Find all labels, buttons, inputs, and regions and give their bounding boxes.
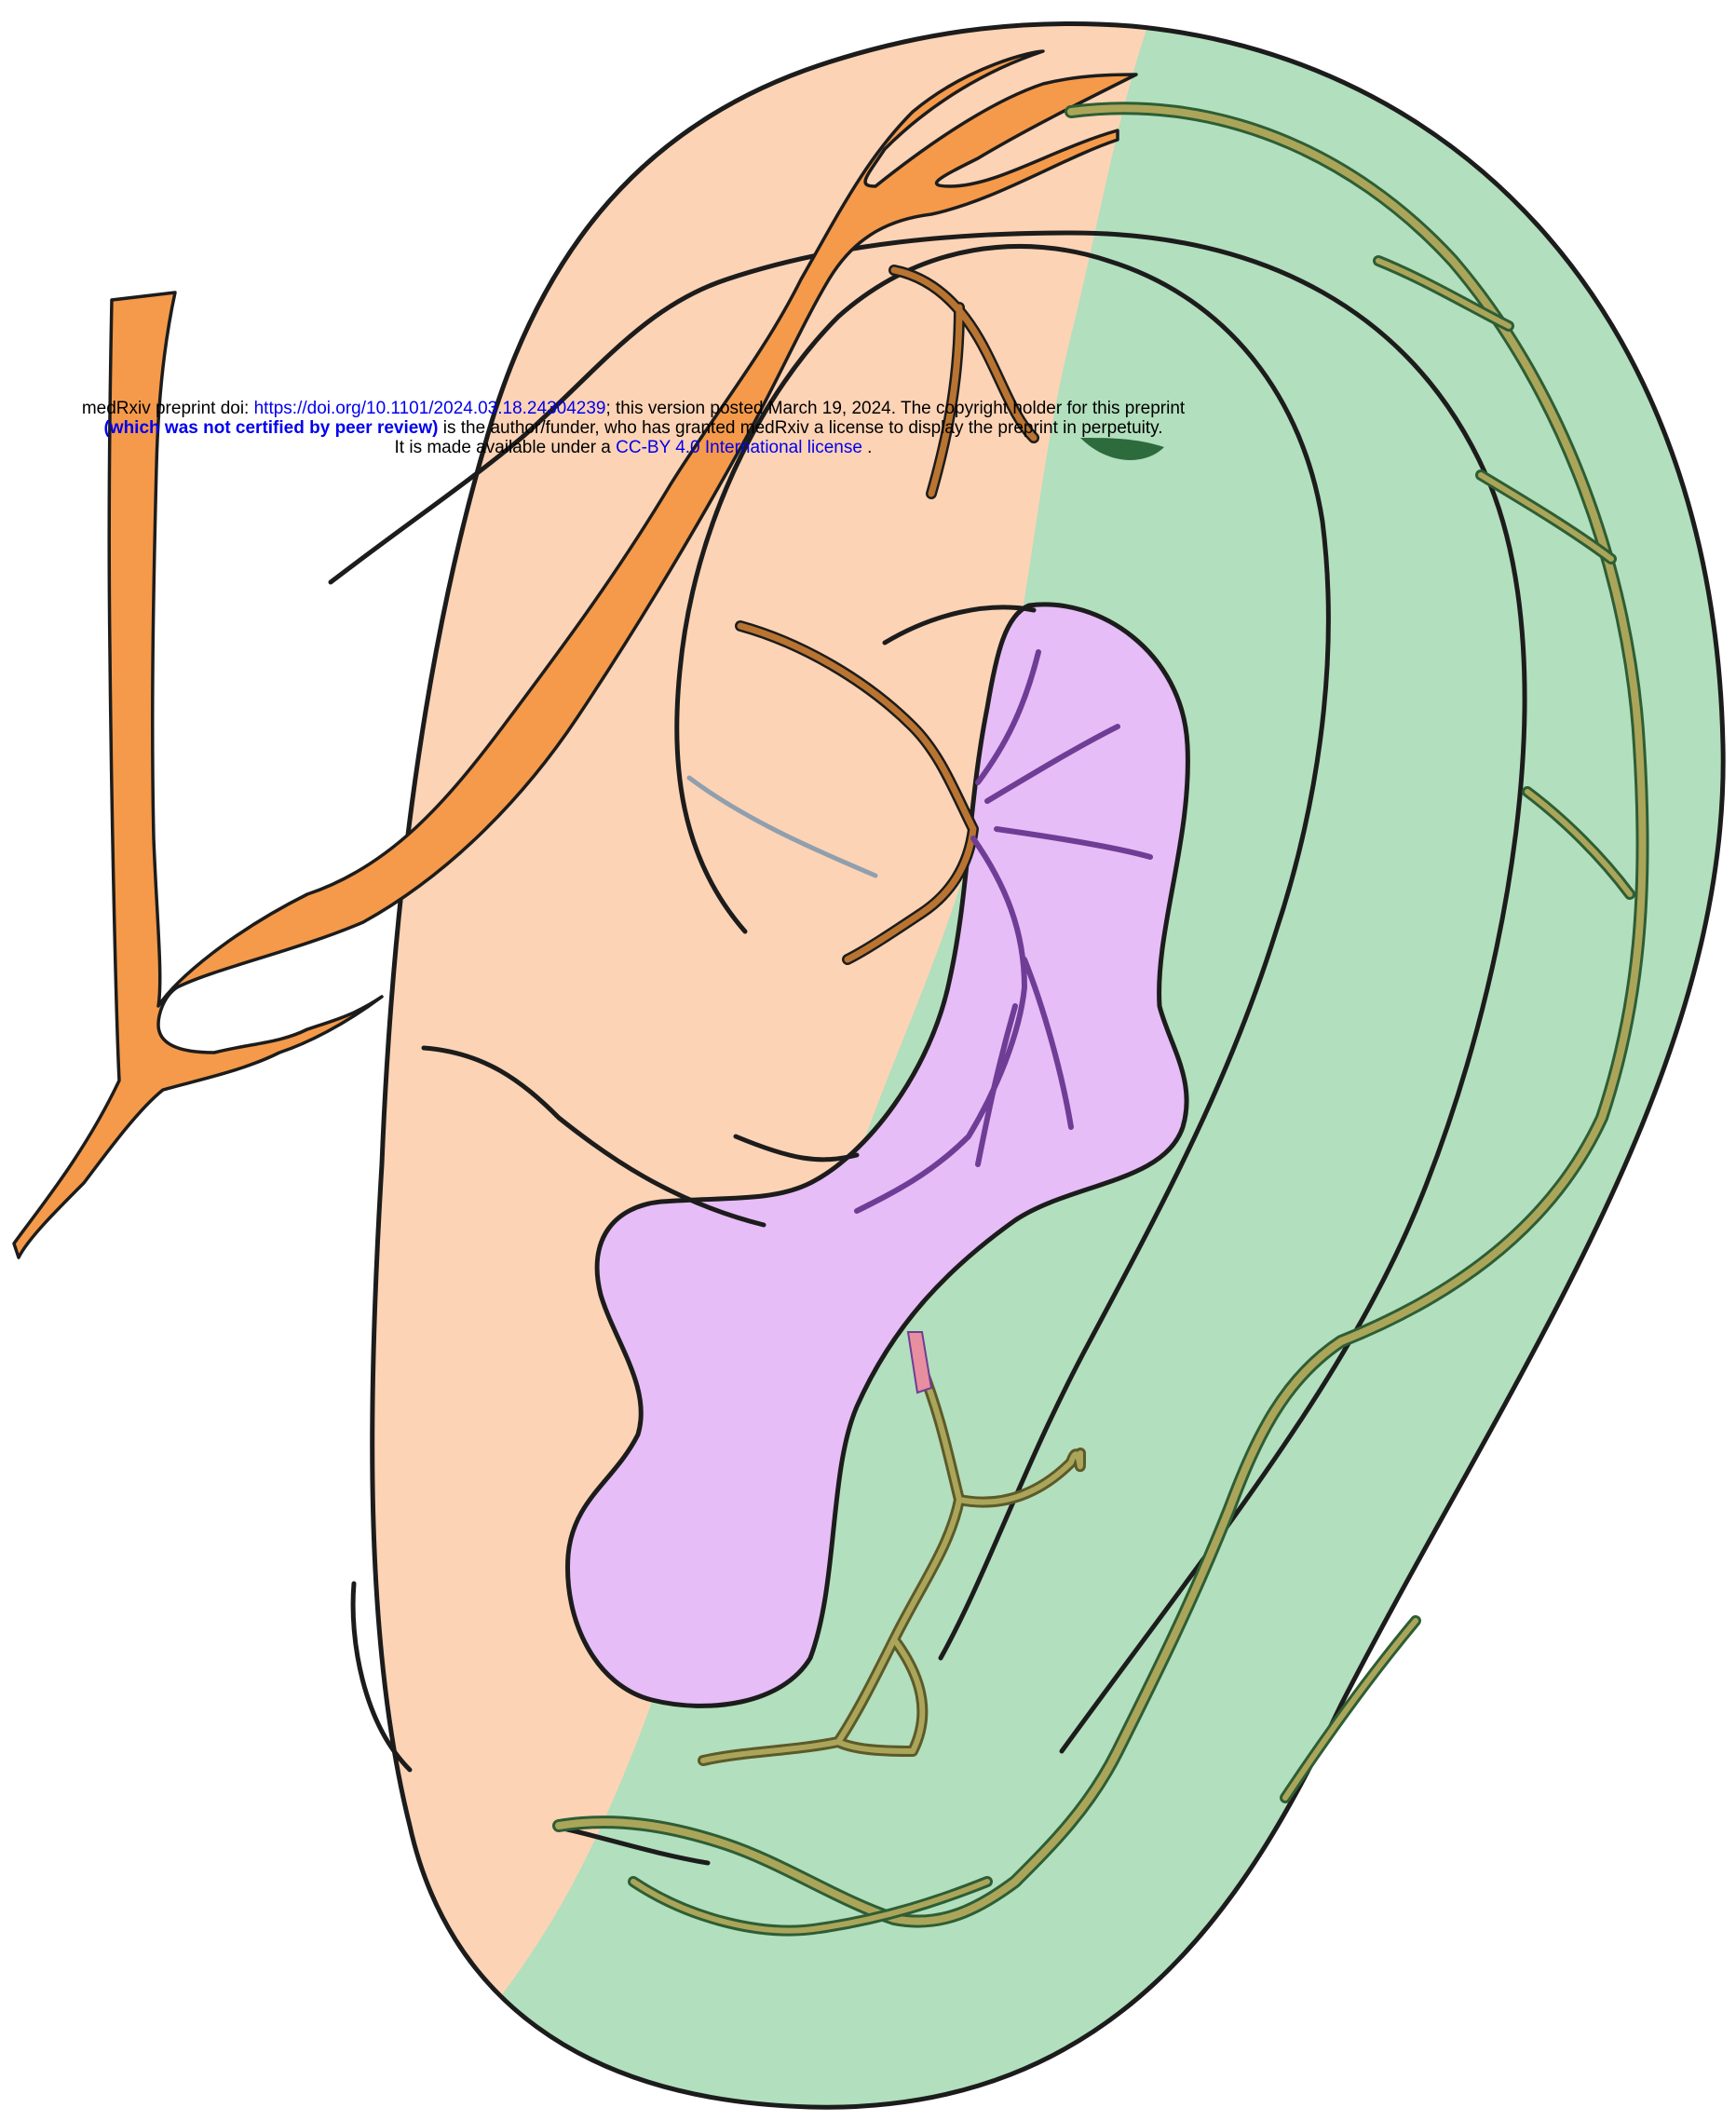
license-prefix: It is made available under a xyxy=(395,438,617,457)
banner-prefix: medRxiv preprint doi: xyxy=(82,399,254,418)
doi-link[interactable]: https://doi.org/10.1101/2024.03.18.24304… xyxy=(254,399,606,418)
license-suffix: . xyxy=(862,438,873,457)
banner-line-1: medRxiv preprint doi: https://doi.org/10… xyxy=(0,399,1267,418)
banner-line-2: (which was not certified by peer review)… xyxy=(0,418,1267,438)
medrxiv-banner: medRxiv preprint doi: https://doi.org/10… xyxy=(0,399,1267,457)
license-link[interactable]: CC-BY 4.0 International license xyxy=(616,438,862,457)
banner-license-text: is the author/funder, who has granted me… xyxy=(438,418,1162,438)
banner-line-3: It is made available under a CC-BY 4.0 I… xyxy=(0,438,1267,457)
banner-suffix: ; this version posted March 19, 2024. Th… xyxy=(605,399,1185,418)
peer-review-note: (which was not certified by peer review) xyxy=(103,418,438,438)
